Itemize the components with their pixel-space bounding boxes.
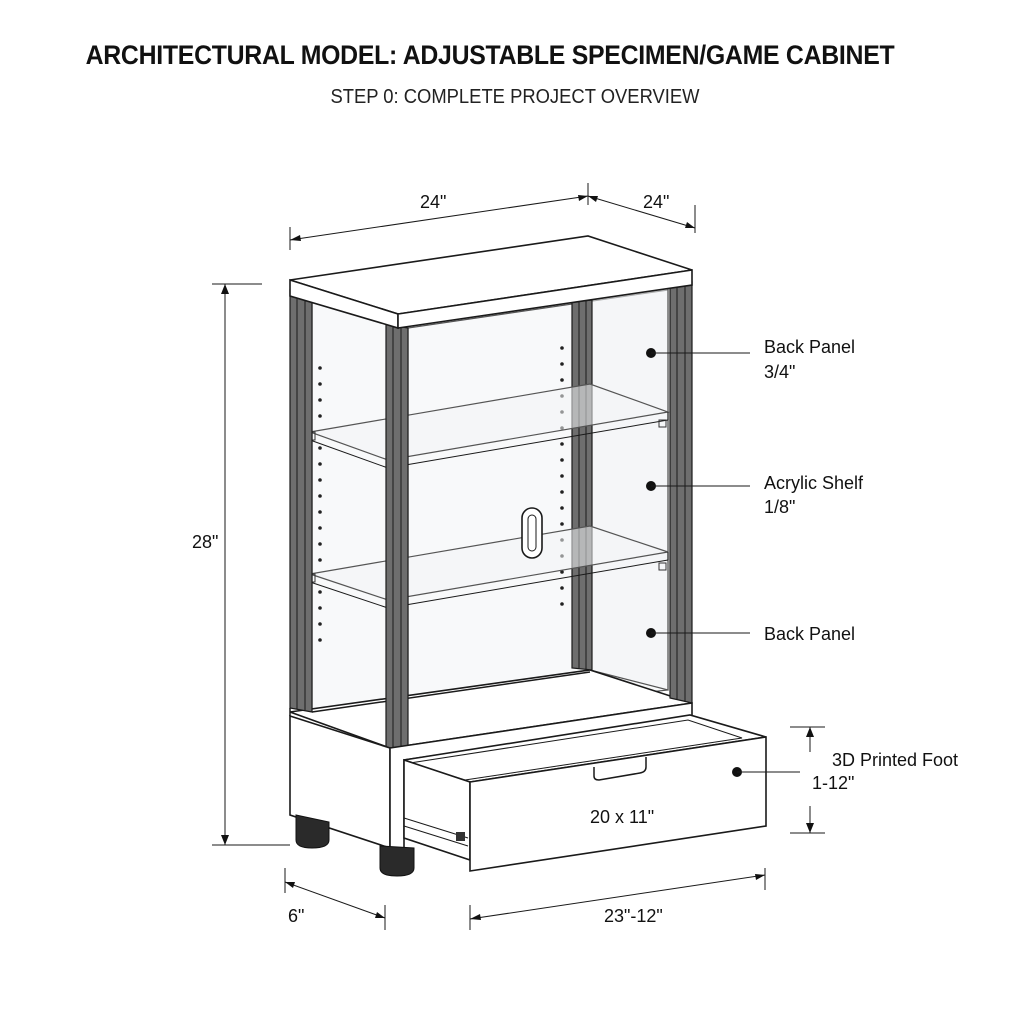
- dim-top-depth: 24": [643, 192, 669, 212]
- rear-post-right: [571, 299, 593, 671]
- dim-foot-depth: 6": [288, 906, 304, 926]
- door-handle-slot: [521, 507, 543, 559]
- front-post-center: [385, 323, 409, 749]
- left-side-panel: [311, 295, 389, 749]
- top-panel: [289, 235, 693, 330]
- right-side-panel: [589, 287, 669, 691]
- dim-top-width: 24": [420, 192, 446, 212]
- callout-back-panel-top-thickness: 3/4": [764, 362, 795, 382]
- diagram-title: ARCHITECTURAL MODEL: ADJUSTABLE SPECIMEN…: [85, 40, 895, 70]
- drawer: [403, 714, 767, 872]
- callout-back-panel-top: Back Panel: [764, 337, 855, 357]
- foot-center: [379, 845, 415, 877]
- shelf-pin-holes-left: [318, 366, 322, 642]
- dim-drawer-width: 23"-12": [604, 906, 663, 926]
- foot-left: [295, 814, 330, 849]
- dim-height: 28": [192, 532, 218, 552]
- dim-drawer-face: 20 x 11": [590, 807, 654, 827]
- callout-acrylic-shelf: Acrylic Shelf: [764, 473, 864, 493]
- cabinet-body: [289, 235, 767, 877]
- callout-back-panel-lower: Back Panel: [764, 624, 855, 644]
- callout-leaders: [646, 348, 800, 777]
- callout-acrylic-shelf-thickness: 1/8": [764, 497, 795, 517]
- callout-printed-foot: 3D Printed Foot: [832, 750, 958, 770]
- rear-post-far-right: [669, 281, 693, 704]
- front-post-left: [289, 289, 313, 713]
- dim-foot-height: 1-12": [812, 773, 854, 793]
- dimension-lines: [212, 183, 825, 930]
- diagram-subtitle: STEP 0: COMPLETE PROJECT OVERVIEW: [330, 86, 700, 108]
